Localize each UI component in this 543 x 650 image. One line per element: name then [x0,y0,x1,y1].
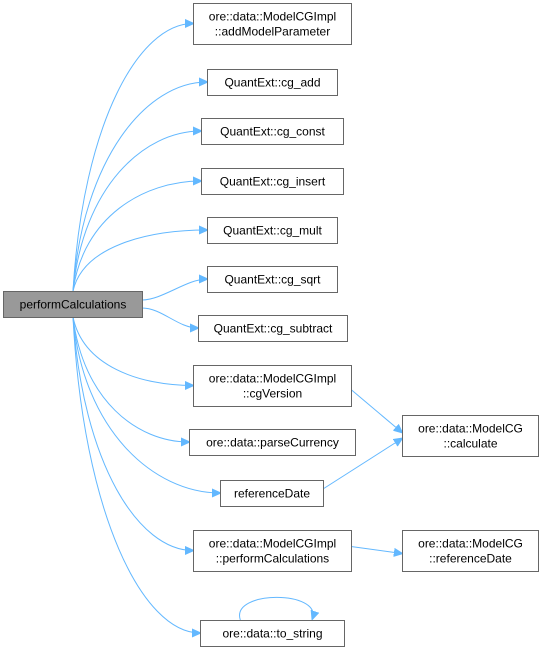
node-label: ore::data::parseCurrency [206,436,339,450]
node-label: QuantExt::cg_subtract [214,322,333,336]
node-add-model-parameter[interactable]: ore::data::ModelCGImpl::addModelParamete… [193,3,352,45]
node-box [201,118,344,145]
node-label: ore::data::ModelCGImpl [209,10,336,24]
node-label: QuantExt::cg_insert [220,175,326,189]
node-box [201,168,344,195]
edge-root-to-reference-date [72,316,220,493]
node-reference-date[interactable]: referenceDate [220,480,324,507]
node-label: ore::data::ModelCG [418,537,523,551]
node-root[interactable]: performCalculations [3,291,143,318]
edge-root-to-cg-add [72,82,207,292]
node-box [402,530,539,572]
edge-root-to-cg-mult [72,230,207,292]
node-cg-add[interactable]: QuantExt::cg_add [207,69,338,96]
node-to-string[interactable]: ore::data::to_string [200,620,345,647]
edge-reference-date-to-modelcg-calculate [322,439,402,490]
node-cg-subtract[interactable]: QuantExt::cg_subtract [198,315,348,342]
node-box [193,365,352,407]
nodes-layer: performCalculationsore::data::ModelCGImp… [3,3,539,647]
node-modelcg-calculate[interactable]: ore::data::ModelCG::calculate [402,415,539,457]
node-cg-sqrt[interactable]: QuantExt::cg_sqrt [207,266,338,293]
node-box [198,315,348,342]
node-cg-insert[interactable]: QuantExt::cg_insert [201,168,344,195]
node-label: ore::data::ModelCG [418,422,523,436]
edge-root-to-to-string [72,316,200,633]
node-label: ::calculate [443,437,497,451]
node-label: QuantExt::cg_mult [223,224,322,238]
edge-root-to-cg-subtract [141,307,198,328]
node-box [207,266,338,293]
node-box [193,3,352,45]
node-box [207,217,338,244]
edge-root-to-cg-const [72,131,201,292]
node-box [207,69,338,96]
node-box [193,530,352,572]
node-cg-mult[interactable]: QuantExt::cg_mult [207,217,338,244]
node-label: QuantExt::cg_sqrt [224,273,321,287]
node-modelcg-reference-date[interactable]: ore::data::ModelCG::referenceDate [402,530,539,572]
node-label: referenceDate [234,487,310,501]
node-box [220,480,324,507]
node-impl-perform-calculations[interactable]: ore::data::ModelCGImpl::performCalculati… [193,530,352,572]
node-parse-currency[interactable]: ore::data::parseCurrency [189,429,356,456]
node-label: ore::data::to_string [222,627,322,641]
edge-root-to-cg-version [72,316,193,386]
node-label: ::cgVersion [243,387,302,401]
edge-root-to-cg-insert [72,181,201,292]
node-label: ore::data::ModelCGImpl [209,372,336,386]
edge-root-to-cg-sqrt [141,279,207,301]
node-box [200,620,345,647]
node-label: ::referenceDate [429,552,512,566]
node-cg-const[interactable]: QuantExt::cg_const [201,118,344,145]
node-label: ::addModelParameter [215,25,330,39]
node-box [402,415,539,457]
node-label: performCalculations [20,298,127,312]
edge-root-to-impl-perform-calculations [72,316,193,551]
edge-cg-version-to-modelcg-calculate [350,389,402,433]
node-label: QuantExt::cg_const [220,125,325,139]
node-cg-version[interactable]: ore::data::ModelCGImpl::cgVersion [193,365,352,407]
node-label: QuantExt::cg_add [224,76,320,90]
node-box [3,291,143,318]
edge-to-string-to-to-string [239,596,314,620]
edge-root-to-add-model-parameter [72,24,193,292]
edge-impl-perform-calculations-to-modelcg-reference-date [350,546,402,554]
node-label: ore::data::ModelCGImpl [209,537,336,551]
edge-root-to-parse-currency [72,316,189,442]
edges-layer [72,24,402,634]
node-label: ::performCalculations [216,552,329,566]
node-box [189,429,356,456]
